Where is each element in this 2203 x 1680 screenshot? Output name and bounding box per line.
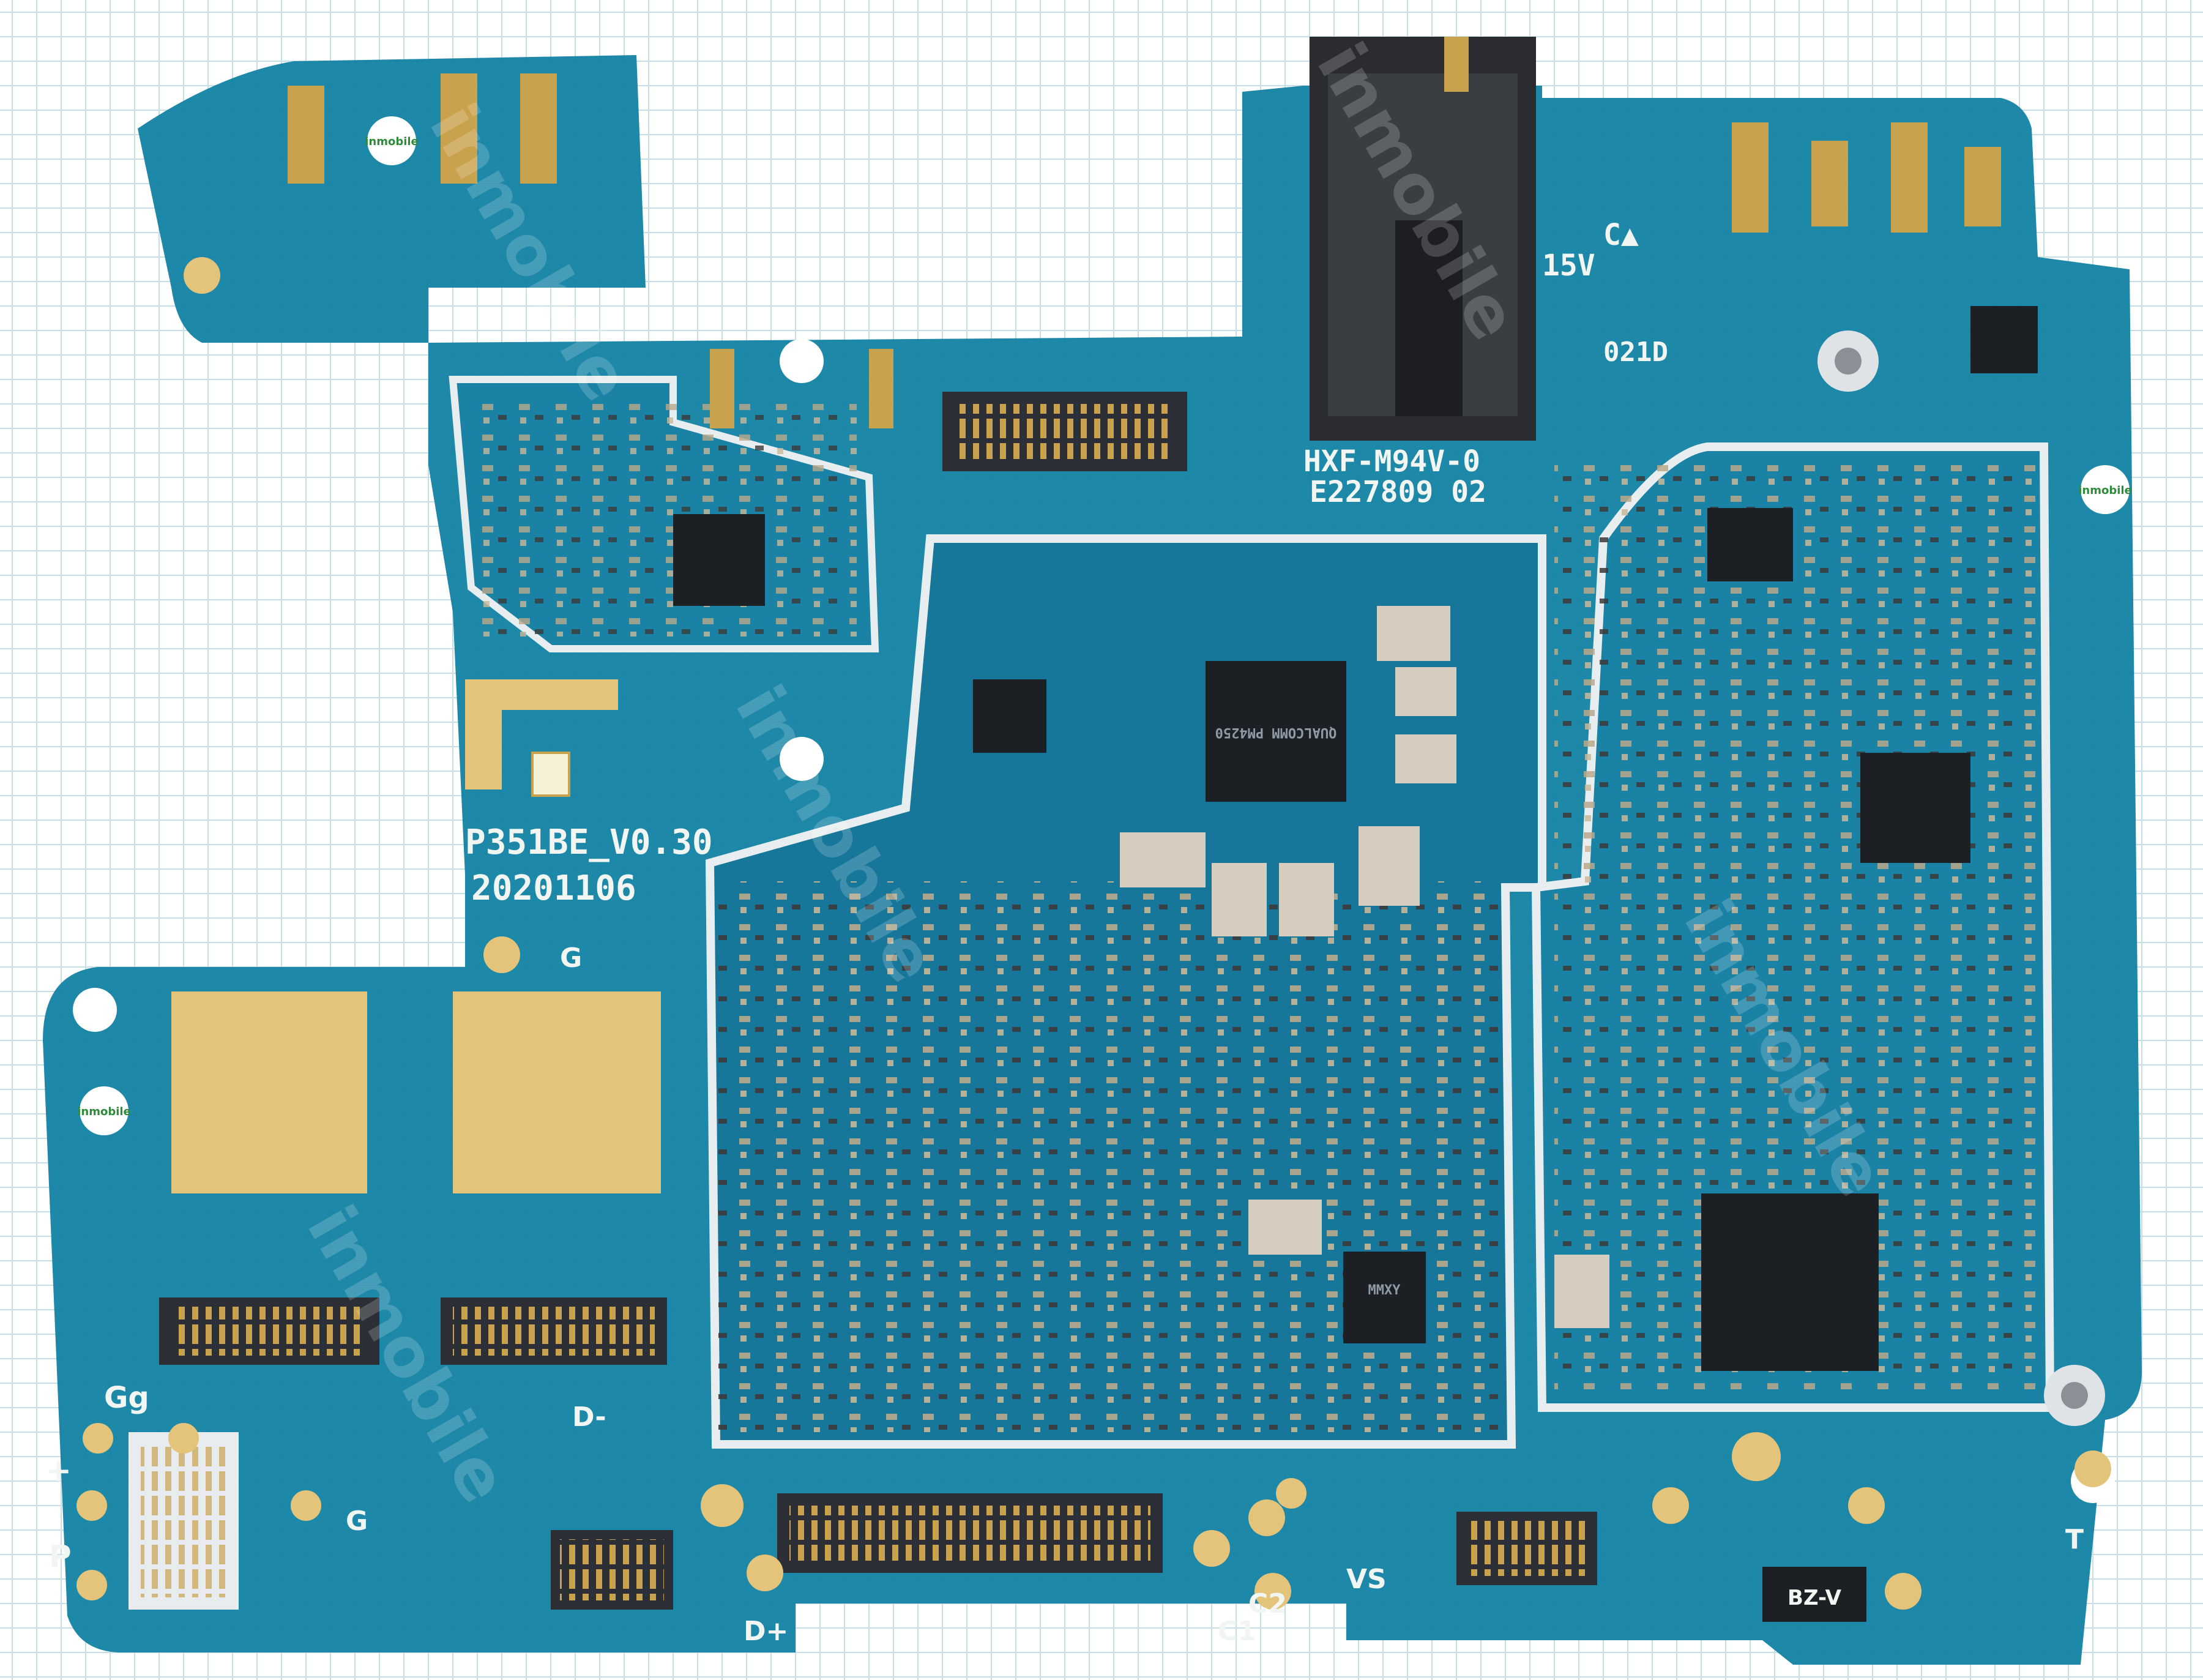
fpc-connector-bottom-small [551,1530,673,1610]
pa-chip [673,514,765,606]
fpc-connector-left-2 [441,1297,667,1365]
watermark-logo-1: inmobile [365,116,419,165]
board-date-label: 20201106 [471,868,636,908]
pmic-marking: QUALCOMM PM4250 [1215,725,1337,740]
battery-connector [129,1432,239,1610]
pad-label-c2: C2 [1248,1588,1287,1619]
mmxy-chip: MMXY [1343,1252,1426,1343]
inductors [1120,606,1609,1328]
rf-connector-top [1817,330,1879,392]
fpc-connector-right [1456,1512,1597,1585]
gold-corner-pad [465,679,618,790]
test-points [76,257,2111,1610]
rf-connector-bottom [2044,1365,2105,1426]
fpc-connector-top [942,392,1187,471]
pad-label-p: P [49,1539,72,1574]
svg-text:MMXY: MMXY [1368,1283,1401,1298]
pad-label-g-lower: G [346,1506,368,1537]
gold-pad-left [171,991,367,1193]
pad-label-gg: Gg [104,1381,149,1415]
pad-label-c1: C1 [1218,1616,1256,1647]
soc-chip [1701,1193,1879,1371]
audio-jack [1310,37,1536,441]
pmic-chip: QUALCOMM PM4250 [1206,661,1346,802]
pad-label-g-upper: G [560,943,582,974]
fpc-connector-bottom [777,1493,1163,1573]
svg-text:inmobile: inmobile [2078,484,2132,497]
svg-text:inmobile: inmobile [365,135,419,148]
pad-label-d-minus: D- [572,1402,606,1433]
jack-side-code: 021D [1603,337,1668,368]
small-chip-1 [1707,508,1793,581]
jack-code-label: E227809 02 [1310,475,1486,509]
gold-pad-right [453,991,661,1193]
pad-label-d-plus: D+ [744,1616,788,1647]
small-chip-2 [1970,306,2038,373]
voltage-label: 15V [1542,248,1595,283]
watermark-logo-2: inmobile [2078,465,2132,514]
rf-chip [1860,753,1970,863]
pad-label-plus: + [46,1453,72,1488]
svg-text:inmobile: inmobile [77,1105,131,1118]
watermark-logo-3: inmobile [77,1086,131,1135]
bz-diode: BZ-V [1762,1567,1866,1622]
fpc-connector-left-1 [159,1297,379,1365]
pad-label-vs: VS [1346,1564,1387,1595]
led [531,752,570,797]
pad-label-t: T [2065,1524,2084,1555]
small-chip-3 [973,679,1046,753]
antenna-contacts [288,73,2001,428]
svg-text:BZ-V: BZ-V [1787,1586,1842,1610]
board-model-label: P351BE_V0.30 [465,823,713,862]
cert-mark: C▲ [1603,218,1639,252]
jack-model-label: HXF-M94V-0 [1303,444,1480,479]
